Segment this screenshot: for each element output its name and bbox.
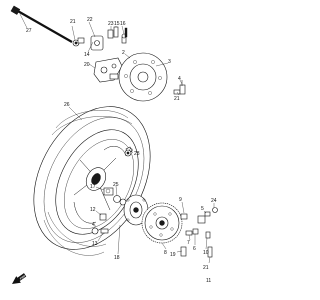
callout-7: 7 xyxy=(187,240,190,246)
callout-26: 26 xyxy=(64,102,70,108)
sprocket-nuts xyxy=(180,207,218,258)
callout-15: 15 xyxy=(114,21,120,27)
callout-27: 27 xyxy=(26,28,32,34)
callout-5: 5 xyxy=(201,206,204,212)
rear-sprocket xyxy=(141,202,183,244)
callout-22: 22 xyxy=(87,17,93,23)
callout-21-bottom: 21 xyxy=(203,265,209,271)
rear-brake-disc xyxy=(118,52,168,102)
leader-lines xyxy=(19,13,215,264)
callout-18: 18 xyxy=(114,255,120,261)
callout-28: 28 xyxy=(134,151,140,157)
callout-2: 2 xyxy=(122,50,125,56)
callout-25: 25 xyxy=(113,182,119,188)
callout-21-top: 21 xyxy=(70,19,76,25)
callout-11: 11 xyxy=(206,278,211,284)
callout-12: 12 xyxy=(90,207,96,213)
callout-6: 6 xyxy=(193,246,196,252)
callout-21-right: 21 xyxy=(174,96,180,102)
callout-10: 10 xyxy=(203,250,209,256)
callout-8: 8 xyxy=(164,250,167,256)
callout-3: 3 xyxy=(168,59,171,65)
callout-24: 24 xyxy=(211,198,217,204)
callout-labels: 27 21 22 23 15 16 14 20 2 3 4 21 26 28 1… xyxy=(26,17,217,284)
fwd-label: FWD xyxy=(19,274,26,281)
callout-20: 20 xyxy=(84,62,90,68)
exploded-view: 27 21 22 23 15 16 14 20 2 3 4 21 26 28 1… xyxy=(10,5,218,284)
caliper-bracket xyxy=(93,57,123,83)
parts-diagram: 27 21 22 23 15 16 14 20 2 3 4 21 26 28 1… xyxy=(10,5,218,284)
forward-arrow-icon: FWD xyxy=(12,273,27,284)
callout-4-bottom: 4 xyxy=(92,222,95,228)
callout-13: 13 xyxy=(92,241,98,247)
callout-17: 17 xyxy=(90,184,96,190)
top-bolt-group xyxy=(77,26,128,51)
callout-14: 14 xyxy=(84,52,90,58)
callout-9: 9 xyxy=(179,197,182,203)
callout-16: 16 xyxy=(120,21,126,27)
axle xyxy=(10,5,80,47)
callout-4-top: 4 xyxy=(178,76,181,82)
callout-23: 23 xyxy=(108,21,114,27)
disc-bolts xyxy=(173,80,186,95)
callout-19: 19 xyxy=(170,252,176,258)
